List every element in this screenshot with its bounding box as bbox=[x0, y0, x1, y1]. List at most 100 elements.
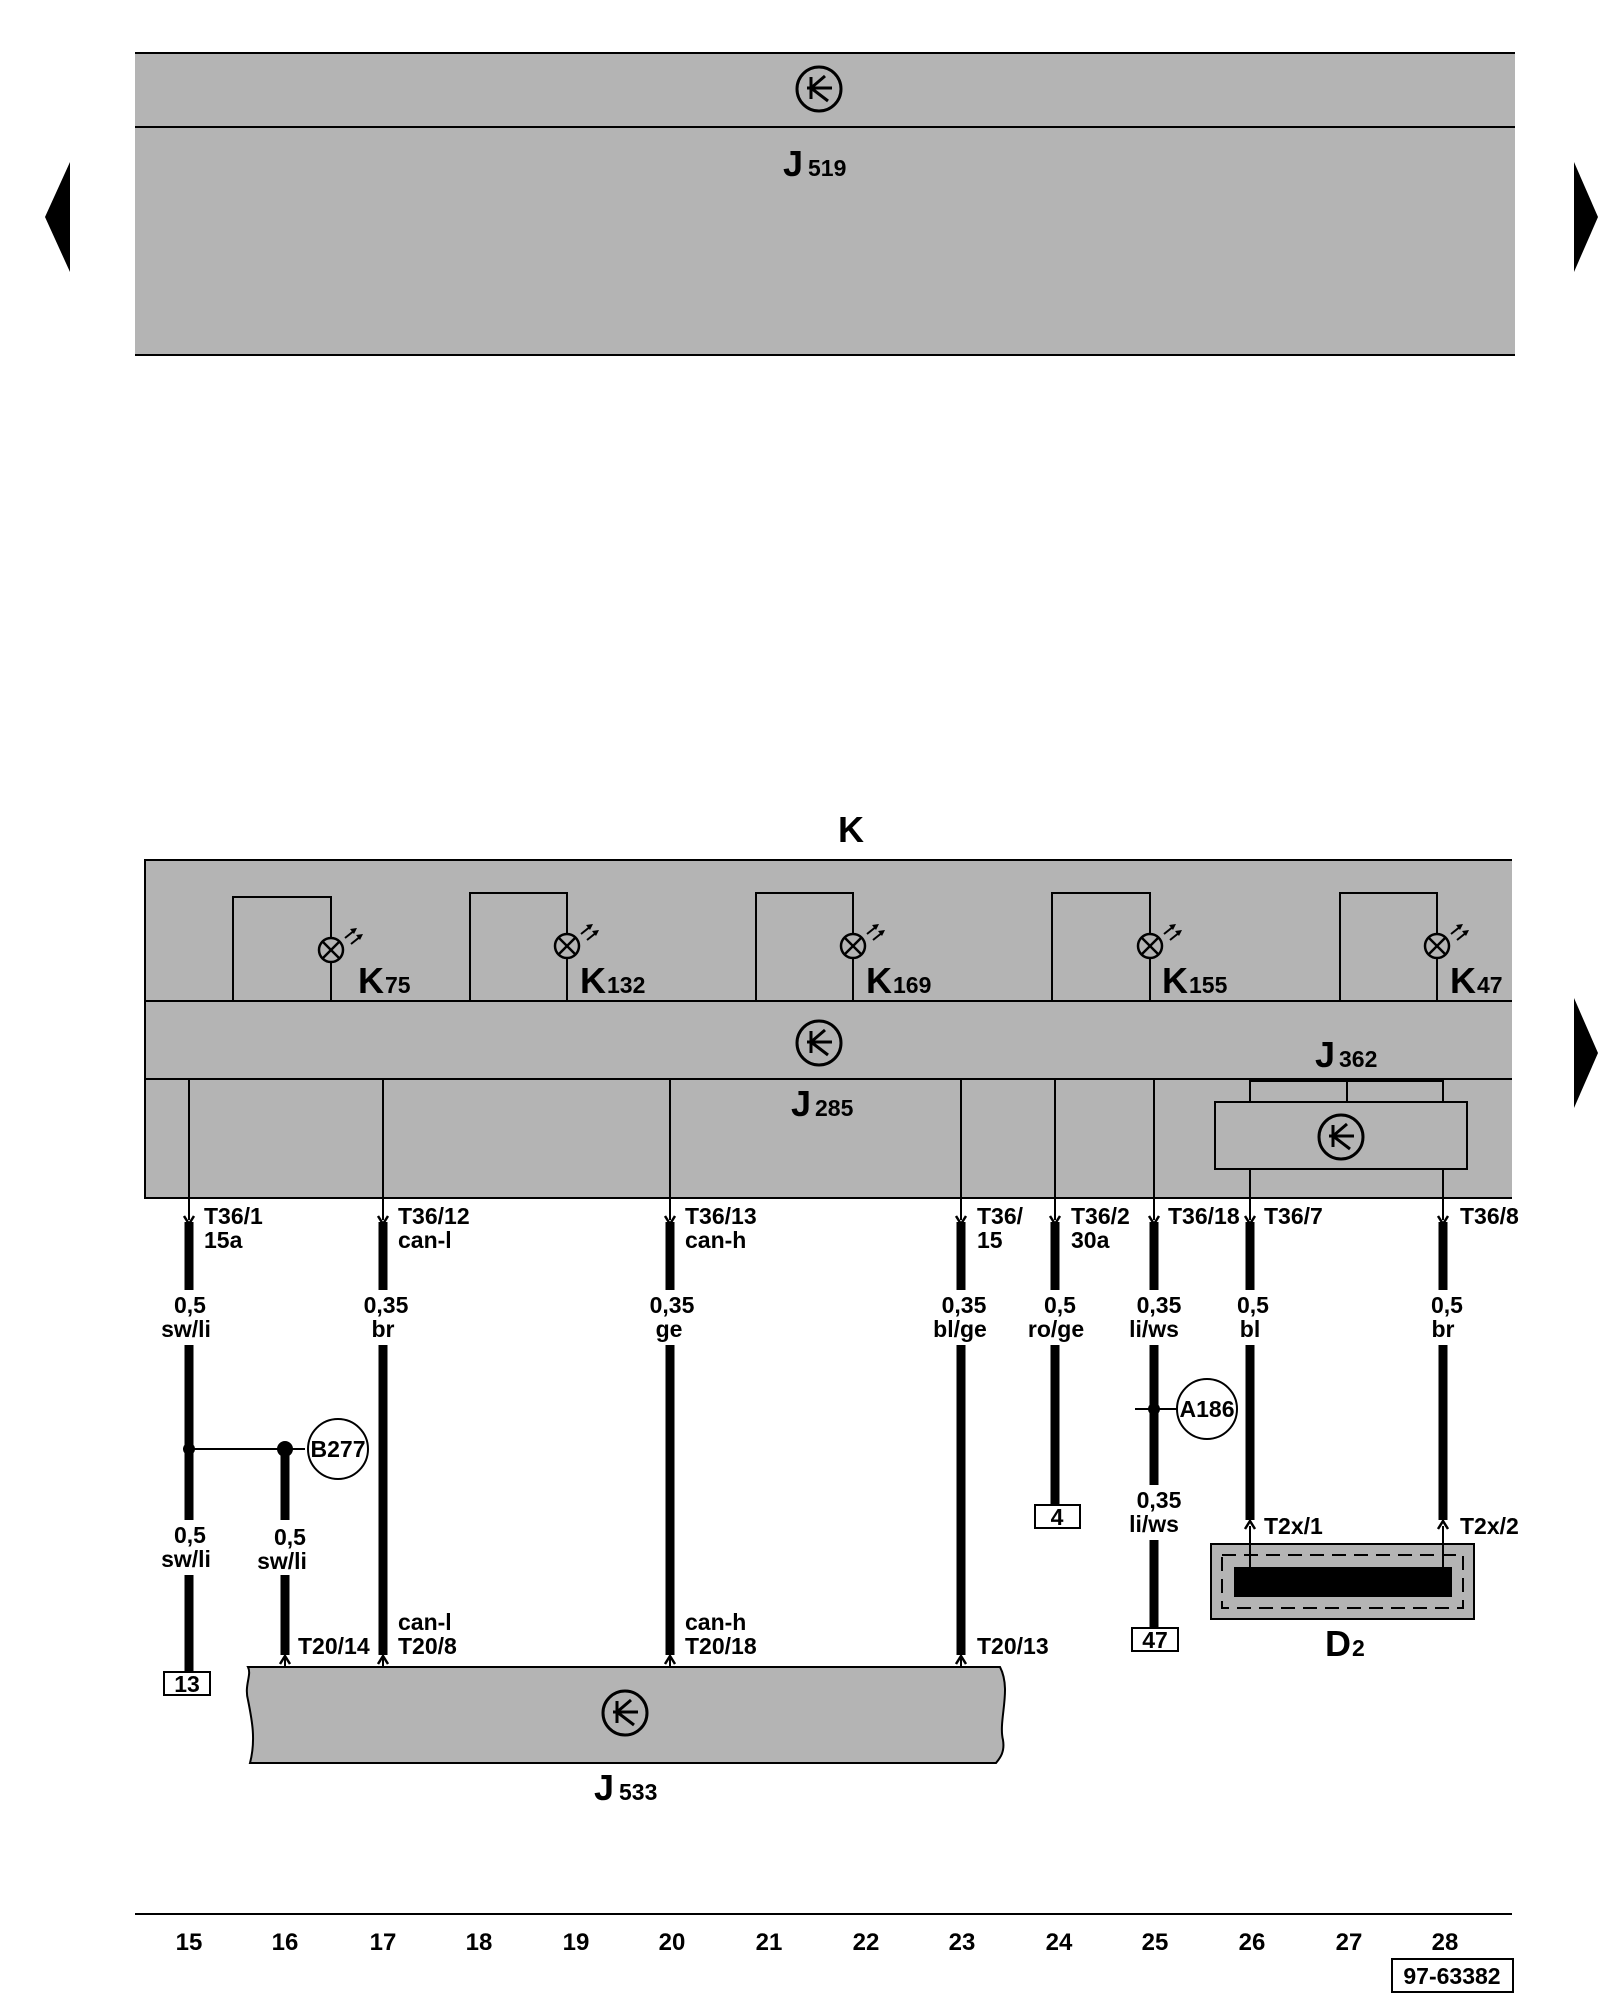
wire-column-28: T36/8 0,5 br T2x/2 bbox=[1431, 1198, 1519, 1539]
wire-color: sw/li bbox=[161, 1546, 211, 1572]
column-number: 21 bbox=[756, 1929, 783, 1956]
connection-a186[interactable] bbox=[1176, 1378, 1238, 1440]
next-page-arrow-icon[interactable] bbox=[1574, 998, 1598, 1108]
lamp-k169: K 169 bbox=[755, 892, 931, 1001]
prev-page-arrow-icon[interactable] bbox=[45, 162, 70, 272]
module-k-label: K bbox=[838, 809, 864, 850]
lamp-k47-number: 47 bbox=[1477, 972, 1503, 998]
ref-box-13-label[interactable]: 13 bbox=[174, 1671, 200, 1697]
wire-size: 0,35 bbox=[650, 1292, 695, 1318]
pin-t36-8-label: T36/8 bbox=[1460, 1203, 1519, 1229]
wire-color: ge bbox=[656, 1316, 683, 1342]
wire-color: sw/li bbox=[257, 1548, 307, 1574]
lamp-k75-letter: K bbox=[358, 960, 384, 1001]
wire-size: 0,5 bbox=[1237, 1292, 1269, 1318]
wire-column-20: T36/13 can-h 0,35 ge can-h T20/18 bbox=[650, 1198, 757, 1667]
module-j362: J 362 bbox=[1214, 1034, 1468, 1198]
connection-b277[interactable] bbox=[307, 1418, 369, 1480]
lamp-k155-number: 155 bbox=[1189, 972, 1228, 998]
pin-t20-13-label: T20/13 bbox=[977, 1633, 1049, 1659]
module-d2-letter: D bbox=[1325, 1623, 1351, 1664]
wire-color: br bbox=[1432, 1316, 1455, 1342]
wire-color: sw/li bbox=[161, 1316, 211, 1342]
column-number: 26 bbox=[1239, 1929, 1266, 1956]
wire-color: br bbox=[372, 1316, 395, 1342]
wire-size: 0,5 bbox=[1044, 1292, 1076, 1318]
column-number: 22 bbox=[853, 1929, 880, 1956]
module-j285-number: 285 bbox=[815, 1095, 854, 1121]
column-number: 24 bbox=[1046, 1929, 1073, 1956]
wire-color: li/ws bbox=[1129, 1511, 1179, 1537]
pin-t36-15-number: 15 bbox=[977, 1227, 1003, 1253]
lamp-k155: K 155 bbox=[1051, 892, 1228, 1001]
wire-size: 0,35 bbox=[942, 1292, 987, 1318]
module-j533: J 533 bbox=[245, 1666, 1006, 1808]
lamp-k132-letter: K bbox=[580, 960, 606, 1001]
wire-size: 0,5 bbox=[274, 1524, 306, 1550]
internal-lines bbox=[188, 1079, 1155, 1198]
wire-column-24: T36/2 30a 0,5 ro/ge 4 bbox=[1028, 1198, 1130, 1530]
lamp-k75-number: 75 bbox=[385, 972, 411, 998]
pin-t2x-2-label: T2x/2 bbox=[1460, 1513, 1519, 1539]
lamp-k169-number: 169 bbox=[893, 972, 931, 998]
module-k bbox=[144, 859, 1512, 1199]
pin-t36-12-label: T36/12 bbox=[398, 1203, 470, 1229]
pin-t20-8-label: T20/8 bbox=[398, 1633, 457, 1659]
lamp-k47: K 47 bbox=[1339, 892, 1503, 1001]
pin-t2x-1-label: T2x/1 bbox=[1264, 1513, 1323, 1539]
column-number: 28 bbox=[1432, 1929, 1459, 1956]
wire-column-26: T36/7 0,5 bl T2x/1 bbox=[1237, 1198, 1323, 1539]
wire-column-15: T36/1 15a 0,5 sw/li 0,5 sw/li 13 bbox=[161, 1198, 285, 1697]
wire-size: 0,5 bbox=[174, 1292, 206, 1318]
module-d2-number: 2 bbox=[1352, 1635, 1365, 1661]
column-number: 16 bbox=[272, 1929, 299, 1956]
wire-size: 0,5 bbox=[174, 1522, 206, 1548]
ref-box-4-label[interactable]: 4 bbox=[1051, 1504, 1064, 1530]
wire-color: bl/ge bbox=[933, 1316, 987, 1342]
module-d2: D 2 bbox=[1210, 1526, 1475, 1664]
lamp-k47-letter: K bbox=[1450, 960, 1476, 1001]
next-page-arrow-icon[interactable] bbox=[1574, 162, 1598, 272]
pin-t20-8-signal: can-l bbox=[398, 1609, 452, 1635]
pin-t36-12-signal: can-l bbox=[398, 1227, 452, 1253]
wire-size: 0,35 bbox=[1137, 1487, 1182, 1513]
pin-t20-18-signal: can-h bbox=[685, 1609, 746, 1635]
module-j519: J 519 bbox=[135, 52, 1515, 356]
lamp-k75: K 75 bbox=[232, 896, 411, 1001]
module-j519-number: 519 bbox=[808, 155, 846, 181]
wire-color: bl bbox=[1240, 1316, 1260, 1342]
column-number: 19 bbox=[563, 1929, 590, 1956]
document-id-box bbox=[1391, 1958, 1514, 1993]
ref-box-47-label[interactable]: 47 bbox=[1142, 1627, 1168, 1653]
lamp-k169-letter: K bbox=[866, 960, 892, 1001]
ref-box-4[interactable] bbox=[1034, 1504, 1081, 1529]
wire-size: 0,35 bbox=[1137, 1292, 1182, 1318]
document-id: 97-63382 bbox=[1403, 1963, 1500, 1989]
ref-box-47[interactable] bbox=[1131, 1627, 1179, 1652]
pin-t36-2-label: T36/2 bbox=[1071, 1203, 1130, 1229]
module-j362-number: 362 bbox=[1339, 1046, 1377, 1072]
wire-column-25: T36/18 0,35 li/ws A186 0,35 li/ws 47 bbox=[1129, 1198, 1240, 1653]
module-j533-letter: J bbox=[594, 1767, 614, 1808]
column-number: 27 bbox=[1336, 1929, 1363, 1956]
column-number: 20 bbox=[659, 1929, 686, 1956]
pin-t36-13-signal: can-h bbox=[685, 1227, 746, 1253]
ref-box-13[interactable] bbox=[163, 1671, 211, 1696]
wire-color: ro/ge bbox=[1028, 1316, 1084, 1342]
wire-size: 0,5 bbox=[1431, 1292, 1463, 1318]
pin-t36-13-label: T36/13 bbox=[685, 1203, 757, 1229]
column-number: 18 bbox=[466, 1929, 493, 1956]
connection-b277-label: B277 bbox=[311, 1436, 366, 1462]
module-j285-letter: J bbox=[791, 1083, 811, 1124]
column-number: 23 bbox=[949, 1929, 976, 1956]
pin-t20-18-label: T20/18 bbox=[685, 1633, 757, 1659]
pin-t36-18-label: T36/18 bbox=[1168, 1203, 1240, 1229]
column-number: 17 bbox=[370, 1929, 397, 1956]
wire-column-16: B277 0,5 sw/li T20/14 bbox=[257, 1418, 370, 1667]
wire-color: li/ws bbox=[1129, 1316, 1179, 1342]
pin-t36-15-label: T36/ bbox=[977, 1203, 1024, 1229]
lamp-k155-letter: K bbox=[1162, 960, 1188, 1001]
connection-a186-label: A186 bbox=[1180, 1396, 1235, 1422]
column-number: 25 bbox=[1142, 1929, 1169, 1956]
pin-t20-14-label: T20/14 bbox=[298, 1633, 370, 1659]
